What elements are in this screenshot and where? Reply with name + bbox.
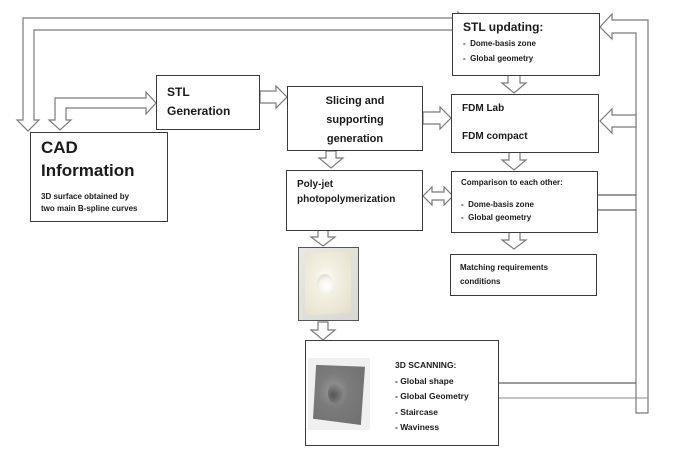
- matching-box: Matching requirements conditions: [450, 254, 597, 296]
- slicing-box: Slicing and supporting generation: [287, 86, 423, 151]
- polyjet-line2: photopolymerization: [297, 194, 396, 205]
- printed-dome-image: [317, 274, 333, 294]
- arrow-slicing-to-fdm: [422, 105, 452, 131]
- scanning-item: - Waviness: [395, 422, 440, 432]
- stl-updating-box: STL updating: - Dome-basis zone - Global…: [452, 13, 600, 76]
- printed-part-photo: [298, 247, 359, 321]
- polyjet-box: Poly-jet photopolymerization: [286, 170, 423, 231]
- slicing-line3: generation: [326, 133, 384, 145]
- scanning-item: - Global Geometry: [395, 391, 469, 401]
- comparison-item: - Global geometry: [461, 213, 532, 222]
- cad-title-line1: CAD: [41, 138, 78, 157]
- comparison-title: Comparison to each other:: [461, 178, 563, 187]
- cad-information-box: CAD Information 3D surface obtained by t…: [30, 132, 168, 222]
- scanning-box: 3D SCANNING: - Global shape - Global Geo…: [305, 340, 499, 446]
- arrow-cad-to-stl-generation: [47, 90, 157, 131]
- matching-line2: conditions: [460, 277, 501, 286]
- arrow-stl-gen-to-slicing: [259, 84, 288, 110]
- arrow-polyjet-to-photo: [309, 229, 337, 247]
- scanned-surface-photo: [308, 358, 370, 430]
- polyjet-line1: Poly-jet: [297, 179, 334, 190]
- stl-updating-item: - Global geometry: [463, 54, 534, 63]
- matching-line1: Matching requirements: [460, 263, 549, 272]
- stl-generation-box: STL Generation: [156, 75, 260, 130]
- slicing-line1: Slicing and: [325, 95, 385, 107]
- arrow-slicing-to-polyjet: [317, 150, 345, 169]
- arrow-feedback-to-stl-updating: [599, 12, 649, 414]
- scanning-title: 3D SCANNING:: [395, 360, 457, 370]
- cad-subtitle-line2: two main B-spline curves: [41, 204, 138, 213]
- stl-generation-line2: Generation: [167, 104, 231, 118]
- arrow-feedback-to-fdm: [599, 107, 637, 135]
- cad-subtitle-line1: 3D surface obtained by: [41, 192, 130, 201]
- fdm-line2: FDM compact: [462, 131, 528, 142]
- stl-updating-title: STL updating:: [463, 20, 544, 34]
- arrow-photo-to-scanning: [309, 321, 337, 341]
- arrow-fdm-to-comparison: [500, 151, 528, 171]
- scanning-item: - Staircase: [395, 406, 438, 417]
- arrow-stl-updating-to-fdm: [500, 74, 528, 94]
- arrow-polyjet-comparison: [422, 185, 454, 207]
- fdm-line1: FDM Lab: [462, 103, 505, 114]
- slicing-line2: supporting: [326, 114, 384, 126]
- scanned-dome-image: [328, 382, 343, 404]
- cad-title-line2: Information: [41, 161, 135, 180]
- stl-updating-item: - Dome-basis zone: [463, 39, 536, 48]
- stl-generation-line1: STL: [167, 85, 190, 99]
- fdm-box: FDM Lab FDM compact: [451, 94, 599, 153]
- comparison-box: Comparison to each other: - Dome-basis z…: [451, 171, 598, 233]
- scanning-item: - Global shape: [395, 375, 454, 386]
- comparison-item: - Dome-basis zone: [461, 200, 534, 209]
- arrow-comparison-to-matching: [500, 231, 528, 250]
